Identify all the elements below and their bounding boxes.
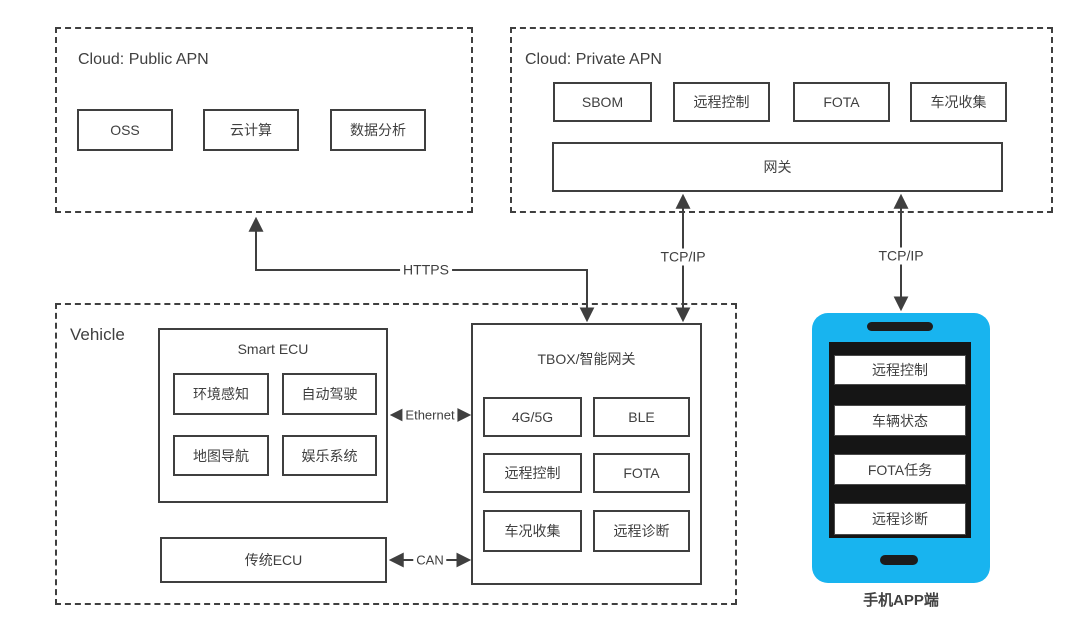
node-entertainment-label: 娱乐系统 xyxy=(301,447,358,464)
node-4g5g-label: 4G/5G xyxy=(511,409,554,425)
node-remote-control-cloud: 远程控制 xyxy=(673,82,770,122)
node-remote-diagnosis-tbox-label: 远程诊断 xyxy=(613,523,670,539)
node-data-analysis-label: 数据分析 xyxy=(350,122,406,138)
gateway-bar: 网关 xyxy=(552,142,1003,192)
node-data-analysis: 数据分析 xyxy=(330,109,426,151)
node-remote-diagnosis-tbox: 远程诊断 xyxy=(593,510,690,552)
node-entertainment: 娱乐系统 xyxy=(282,435,377,476)
phone-button-fota-task: FOTA任务 xyxy=(834,454,966,485)
node-map-navigation: 地图导航 xyxy=(173,435,269,476)
phone-button-remote-diagnosis-label: 远程诊断 xyxy=(872,511,928,527)
node-oss: OSS xyxy=(77,109,173,151)
phone-home-icon xyxy=(880,555,918,565)
tcpip-tbox-label: TCP/IP xyxy=(657,248,709,266)
ethernet-label: Ethernet xyxy=(402,406,458,424)
node-fota-tbox-label: FOTA xyxy=(623,465,660,481)
gateway-label: 网关 xyxy=(763,159,792,175)
node-map-navigation-label: 地图导航 xyxy=(193,447,249,464)
node-remote-control-tbox: 远程控制 xyxy=(483,453,582,493)
node-cloud-computing-label: 云计算 xyxy=(230,122,272,138)
node-auto-driving: 自动驾驶 xyxy=(282,373,377,415)
can-label: CAN xyxy=(413,551,447,569)
node-remote-control-tbox-label: 远程控制 xyxy=(504,465,561,481)
node-vehicle-data-tbox-label: 车况收集 xyxy=(504,523,561,539)
node-env-perception: 环境感知 xyxy=(173,373,269,415)
phone-button-remote-control: 远程控制 xyxy=(834,355,966,385)
smart-ecu-box: Smart ECU xyxy=(158,328,388,503)
phone-button-fota-task-label: FOTA任务 xyxy=(867,461,933,478)
phone-speaker-icon xyxy=(867,322,933,331)
smart-ecu-title: Smart ECU xyxy=(237,341,309,357)
phone-screen: 远程控制 车辆状态 FOTA任务 远程诊断 xyxy=(829,342,971,538)
node-oss-label: OSS xyxy=(110,122,140,138)
https-label: HTTPS xyxy=(400,261,452,279)
phone-button-remote-control-label: 远程控制 xyxy=(872,362,928,378)
node-vehicle-data-tbox: 车况收集 xyxy=(483,510,582,552)
vehicle-title: Vehicle xyxy=(70,325,125,344)
node-auto-driving-label: 自动驾驶 xyxy=(301,386,358,402)
tcpip-phone-label: TCP/IP xyxy=(875,247,927,265)
legacy-ecu-box: 传统ECU xyxy=(160,537,387,583)
legacy-ecu-label: 传统ECU xyxy=(244,552,303,568)
node-4g5g: 4G/5G xyxy=(483,397,582,437)
node-sbom-label: SBOM xyxy=(581,94,624,110)
node-cloud-computing: 云计算 xyxy=(203,109,299,151)
public-apn-title: Cloud: Public APN xyxy=(78,51,209,68)
node-fota-tbox: FOTA xyxy=(593,453,690,493)
phone-button-remote-diagnosis: 远程诊断 xyxy=(834,503,966,535)
private-apn-title: Cloud: Private APN xyxy=(525,51,662,68)
tbox-title: TBOX/智能网关 xyxy=(537,351,636,367)
node-vehicle-data-cloud-label: 车况收集 xyxy=(930,94,987,110)
node-ble-label: BLE xyxy=(628,409,655,425)
node-sbom: SBOM xyxy=(553,82,652,122)
node-env-perception-label: 环境感知 xyxy=(193,386,249,402)
phone-button-vehicle-status-label: 车辆状态 xyxy=(872,412,928,429)
node-vehicle-data-cloud: 车况收集 xyxy=(910,82,1007,122)
phone-button-vehicle-status: 车辆状态 xyxy=(834,405,966,436)
node-fota-cloud-label: FOTA xyxy=(823,94,860,110)
node-remote-control-cloud-label: 远程控制 xyxy=(693,94,750,110)
phone-caption: 手机APP端 xyxy=(863,592,939,609)
node-fota-cloud: FOTA xyxy=(793,82,890,122)
node-ble: BLE xyxy=(593,397,690,437)
